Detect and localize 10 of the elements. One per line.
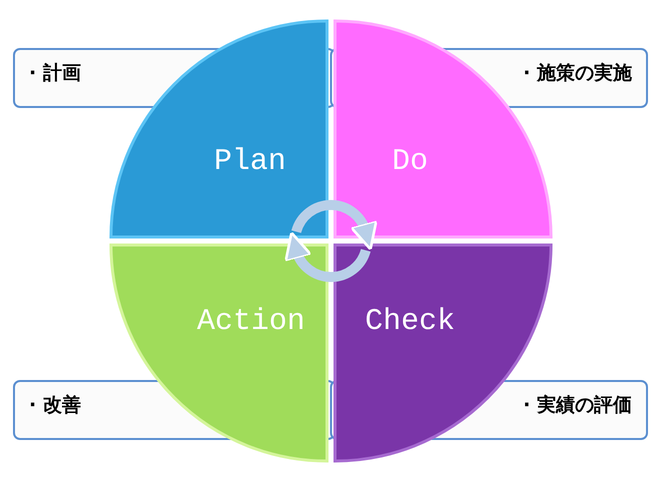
phase-label: Check (365, 305, 455, 339)
cycle-arrow (285, 232, 371, 282)
note-text: · 施策の実施 (523, 61, 632, 86)
phase-label: Do (392, 145, 428, 179)
note-text: · 計画 (29, 61, 81, 86)
phase-label: Plan (214, 145, 286, 179)
cycle-arrow (291, 200, 377, 250)
note-text: · 実績の評価 (523, 393, 632, 418)
phase-label: Action (196, 305, 306, 339)
note-text: · 改善 (29, 393, 81, 418)
